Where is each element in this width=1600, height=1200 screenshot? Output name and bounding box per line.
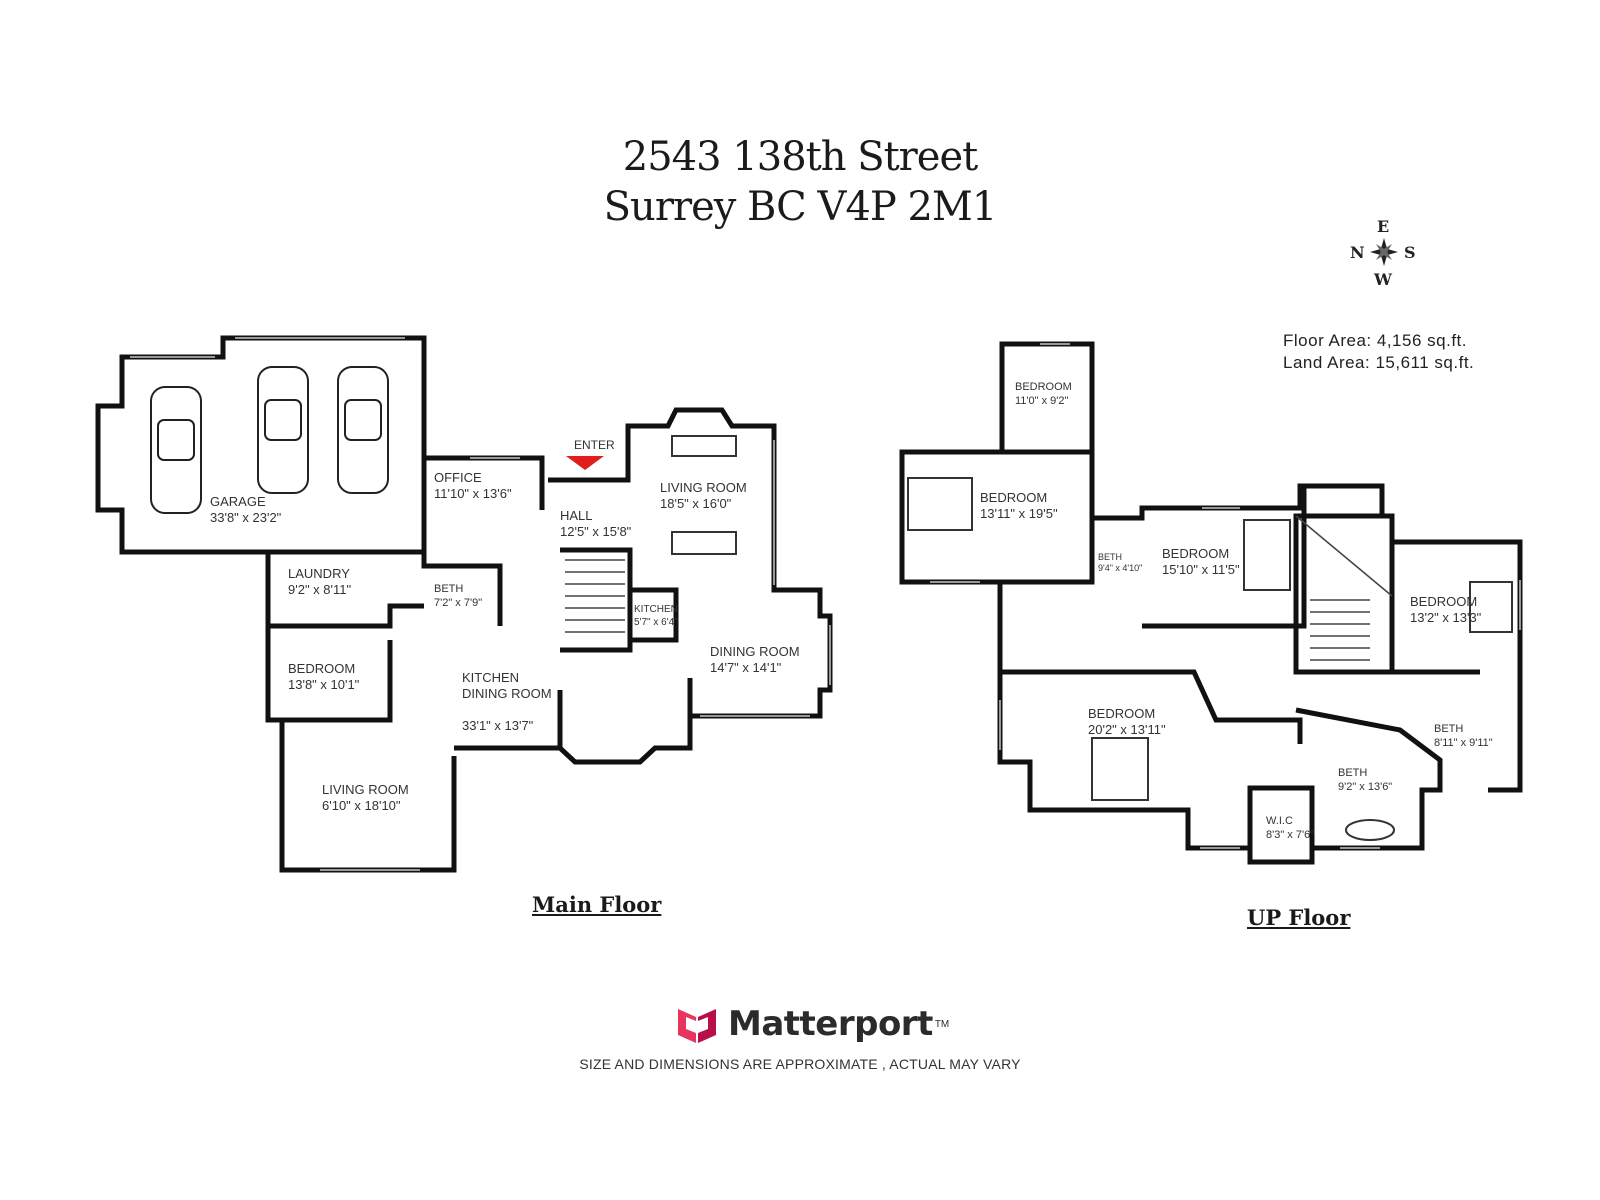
brand-trademark: TM	[934, 1018, 950, 1030]
room-name: BEDROOM	[1088, 706, 1156, 721]
room-label-left-bedroom: BEDROOM 13'11" x 19'5"	[980, 490, 1058, 522]
room-dims: 33'1" x 13'7"	[462, 718, 534, 733]
room-name: LIVING ROOM	[660, 480, 747, 495]
room-name: BETH	[1338, 767, 1368, 779]
disclaimer: SIZE AND DIMENSIONS ARE APPROXIMATE , AC…	[579, 1056, 1021, 1072]
room-label-upper-bedroom: BEDROOM 11'0" x 9'2"	[1015, 380, 1072, 408]
room-label-kitchen-dining: KITCHEN DINING ROOM 33'1" x 13'7"	[462, 654, 552, 750]
room-name: KITCHEN DINING ROOM	[462, 670, 552, 701]
room-dims: 18'5" x 16'0"	[660, 496, 732, 511]
room-dims: 15'10" x 11'5"	[1162, 562, 1240, 577]
room-dims: 5'7" x 6'4"	[634, 617, 678, 628]
room-name: BEDROOM	[1410, 594, 1478, 609]
compass-south: S	[1404, 243, 1416, 262]
room-name: BEDROOM	[1162, 546, 1230, 561]
living-room-walls	[548, 407, 833, 719]
room-dims: 33'8" x 23'2"	[210, 510, 282, 525]
car-icon	[150, 366, 389, 514]
room-dims: 8'3" x 7'6"	[1266, 829, 1315, 841]
room-label-ensuite-bath: BETH 9'2" x 13'6"	[1338, 766, 1392, 794]
compass-rose-icon	[1370, 238, 1398, 266]
floor-area: Floor Area: 4,156 sq.ft.	[1283, 331, 1467, 350]
room-dims: 11'0" x 9'2"	[1015, 395, 1069, 407]
room-dims: 7'2" x 7'9"	[434, 597, 483, 609]
stair-walls	[560, 547, 633, 653]
office-walls	[424, 455, 545, 510]
room-label-small-bath: BETH 9'4" x 4'10"	[1098, 552, 1142, 574]
room-label-office: OFFICE 11'10" x 13'6"	[434, 470, 512, 502]
room-name: LAUNDRY	[288, 566, 350, 581]
room-dims: 9'4" x 4'10"	[1098, 563, 1143, 573]
bathtub-icon	[1345, 819, 1395, 841]
room-dims: 6'10" x 18'10"	[322, 798, 401, 813]
up-floor-walls	[899, 341, 1523, 865]
room-dims: 13'11" x 19'5"	[980, 506, 1058, 521]
land-area: Land Area: 15,611 sq.ft.	[1283, 353, 1475, 372]
room-dims: 14'7" x 14'1"	[710, 660, 782, 675]
room-name: DINING ROOM	[710, 644, 800, 659]
master-bedroom-walls	[1000, 669, 1303, 744]
room-dims: 9'2" x 13'6"	[1338, 781, 1393, 793]
enter-label: ENTER	[574, 438, 615, 452]
room-label-living-room: LIVING ROOM 18'5" x 16'0"	[660, 480, 747, 512]
room-label-garage: GARAGE 33'8" x 23'2"	[210, 494, 281, 526]
room-name: BETH	[434, 583, 464, 595]
garage-walls	[95, 335, 427, 555]
compass-north: N	[1350, 243, 1365, 262]
left-bedroom-walls	[899, 449, 1095, 585]
room-name: W.I.C	[1266, 815, 1293, 827]
room-label-right-bedroom: BEDROOM 13'2" x 13'3"	[1410, 594, 1481, 626]
room-name: BEDROOM	[1015, 381, 1072, 393]
room-label-dining-room: DINING ROOM 14'7" x 14'1"	[710, 644, 800, 676]
address-line-1: 2543 138th Street	[622, 134, 978, 180]
room-label-master-bedroom: BEDROOM 20'2" x 13'11"	[1088, 706, 1166, 738]
brand-name: Matterport	[728, 1004, 933, 1044]
enter-arrow-icon	[566, 456, 604, 470]
room-name: OFFICE	[434, 470, 482, 485]
matterport-logo: Matterport TM	[676, 1000, 949, 1048]
room-dims: 13'8" x 10'1"	[288, 677, 360, 692]
room-name: LIVING ROOM	[322, 782, 409, 797]
room-label-center-bedroom: BEDROOM 15'10" x 11'5"	[1162, 546, 1240, 578]
room-label-wic: W.I.C 8'3" x 7'6"	[1266, 814, 1314, 842]
center-bedroom-walls	[1092, 483, 1307, 629]
room-dims: 11'10" x 13'6"	[434, 486, 512, 501]
wic-walls	[1247, 785, 1315, 865]
room-name: BEDROOM	[980, 490, 1048, 505]
room-name: KITCHEN	[634, 604, 678, 615]
up-floor-label: UP Floor	[1247, 905, 1351, 930]
room-label-right-bath: BETH 8'11" x 9'11"	[1434, 722, 1493, 750]
matterport-mark-icon	[678, 1009, 716, 1043]
room-dims: 13'2" x 13'3"	[1410, 610, 1482, 625]
room-name: BETH	[1098, 552, 1123, 562]
room-dims: 8'11" x 9'11"	[1434, 737, 1493, 749]
bed-icon	[907, 477, 1513, 801]
room-name: HALL	[560, 508, 593, 523]
room-label-bedroom: BEDROOM 13'8" x 10'1"	[288, 661, 359, 693]
room-dims: 9'2" x 8'11"	[288, 582, 352, 597]
address-line-2: Surrey BC V4P 2M1	[603, 184, 998, 230]
compass-west: W	[1374, 270, 1392, 289]
compass-east: E	[1377, 217, 1390, 236]
room-label-left-living-room: LIVING ROOM 6'10" x 18'10"	[322, 782, 409, 814]
room-dims: 20'2" x 13'11"	[1088, 722, 1166, 737]
room-name: BETH	[1434, 723, 1464, 735]
room-dims: 12'5" x 15'8"	[560, 524, 632, 539]
room-label-kitchen: KITCHEN 5'7" x 6'4"	[634, 603, 678, 629]
ensuite-walls	[1295, 707, 1443, 851]
room-name: BEDROOM	[288, 661, 356, 676]
room-label-bath: BETH 7'2" x 7'9"	[434, 582, 482, 610]
room-label-laundry: LAUNDRY 9'2" x 8'11"	[288, 566, 351, 598]
room-name: GARAGE	[210, 494, 266, 509]
room-label-hall: HALL 12'5" x 15'8"	[560, 508, 631, 540]
main-floor-label: Main Floor	[532, 892, 662, 917]
